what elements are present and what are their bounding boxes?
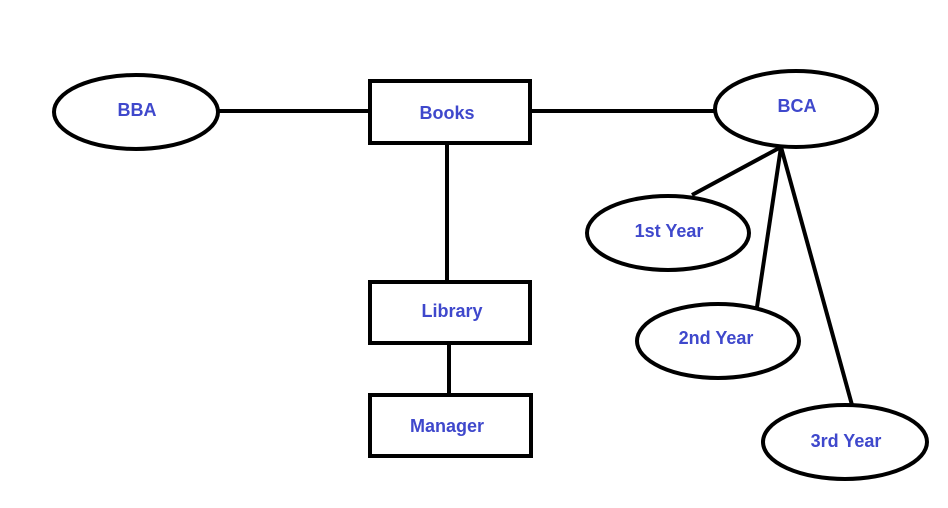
- edge-bca-3rd-year: [779, 146, 854, 406]
- 3rd-year-label: 3rd Year: [811, 431, 882, 451]
- 3rd-year-ellipse: [761, 403, 929, 481]
- edge-bca-1st-year: [691, 145, 782, 197]
- node-1st-year: 1st Year: [585, 194, 751, 272]
- bca-ellipse: [713, 69, 879, 149]
- books-label: Books: [419, 103, 474, 123]
- 1st-year-ellipse: [585, 194, 751, 272]
- node-3rd-year: 3rd Year: [761, 403, 929, 481]
- manager-rect: [368, 393, 533, 458]
- node-library: Library: [368, 280, 532, 345]
- bba-ellipse: [52, 73, 220, 151]
- edge-bca-2nd-year: [755, 146, 783, 308]
- books-rect: [368, 79, 532, 145]
- 1st-year-label: 1st Year: [635, 221, 704, 241]
- library-rect: [368, 280, 532, 345]
- node-2nd-year: 2nd Year: [635, 302, 801, 380]
- connectors: [218, 109, 854, 406]
- node-bba: BBA: [52, 73, 220, 151]
- node-manager: Manager: [368, 393, 533, 458]
- node-books: Books: [368, 79, 532, 145]
- 2nd-year-ellipse: [635, 302, 801, 380]
- manager-label: Manager: [410, 416, 484, 436]
- bba-label: BBA: [118, 100, 157, 120]
- 2nd-year-label: 2nd Year: [679, 328, 754, 348]
- node-bca: BCA: [713, 69, 879, 149]
- library-label: Library: [421, 301, 482, 321]
- bca-label: BCA: [778, 96, 817, 116]
